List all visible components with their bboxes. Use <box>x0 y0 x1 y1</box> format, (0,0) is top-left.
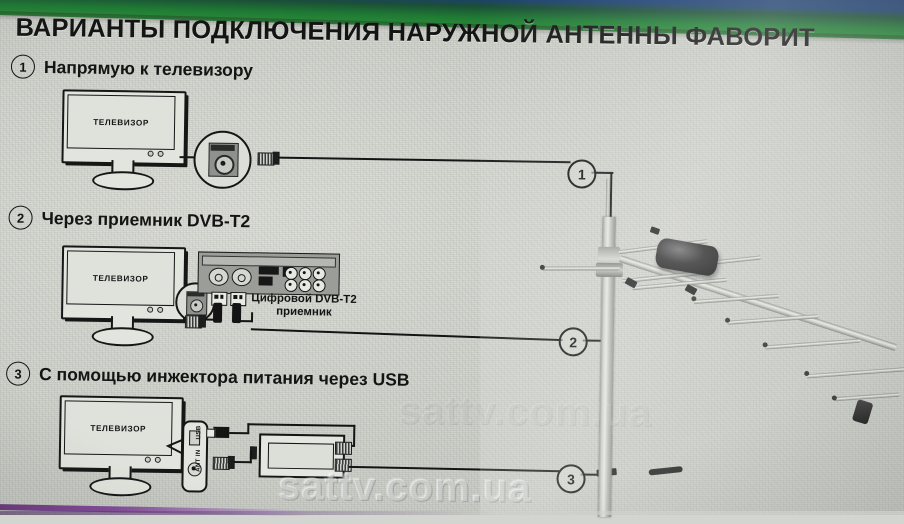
photo-bottom-edge <box>0 511 904 515</box>
tv-side-panel-callout-icon <box>165 438 185 456</box>
